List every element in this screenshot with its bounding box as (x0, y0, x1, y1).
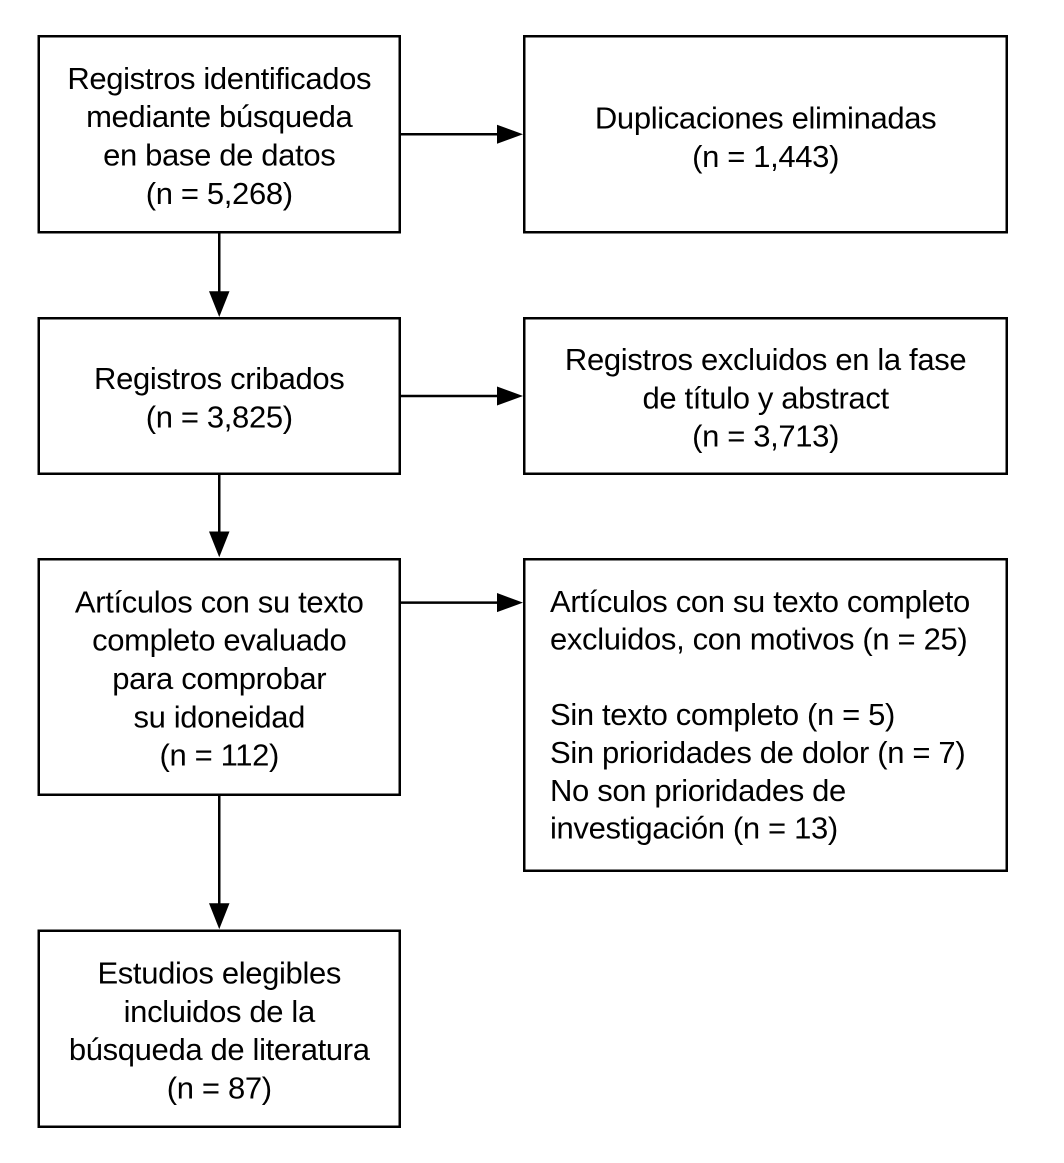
svg-text:mediante búsqueda: mediante búsqueda (86, 99, 353, 134)
svg-text:Registros cribados: Registros cribados (94, 361, 344, 396)
svg-text:(n = 3,713): (n = 3,713) (692, 419, 839, 454)
svg-text:(n = 112): (n = 112) (160, 738, 280, 773)
svg-text:Registros excluidos en la fase: Registros excluidos en la fase (565, 342, 966, 377)
svg-text:incluidos de la: incluidos de la (124, 994, 316, 1029)
svg-text:Estudios elegibles: Estudios elegibles (97, 955, 341, 990)
svg-text:Sin prioridades de dolor (n =: Sin prioridades de dolor (n = 7) (550, 735, 965, 770)
svg-text:(n = 87): (n = 87) (167, 1070, 272, 1105)
svg-text:(n = 3,825): (n = 3,825) (146, 399, 293, 434)
svg-text:investigación (n = 13): investigación (n = 13) (550, 811, 838, 846)
svg-text:Artículos con su texto complet: Artículos con su texto completo (550, 584, 970, 619)
svg-text:(n = 1,443): (n = 1,443) (692, 139, 839, 174)
svg-text:búsqueda de literatura: búsqueda de literatura (69, 1032, 371, 1067)
svg-text:para comprobar: para comprobar (112, 661, 326, 696)
svg-text:Duplicaciones eliminadas: Duplicaciones eliminadas (595, 101, 936, 136)
svg-text:Sin texto completo (n = 5): Sin texto completo (n = 5) (550, 697, 895, 732)
svg-text:su idoneidad: su idoneidad (133, 699, 305, 734)
svg-text:No son prioridades de: No son prioridades de (550, 773, 846, 808)
svg-text:excluidos, con motivos (n = 25: excluidos, con motivos (n = 25) (550, 622, 967, 657)
svg-text:Registros identificados: Registros identificados (67, 61, 371, 96)
svg-text:en base de datos: en base de datos (103, 138, 335, 173)
svg-text:Artículos con su texto: Artículos con su texto (75, 584, 364, 619)
svg-text:completo evaluado: completo evaluado (92, 623, 346, 658)
svg-text:de título y abstract: de título y abstract (642, 380, 889, 415)
svg-text:(n = 5,268): (n = 5,268) (146, 176, 293, 211)
